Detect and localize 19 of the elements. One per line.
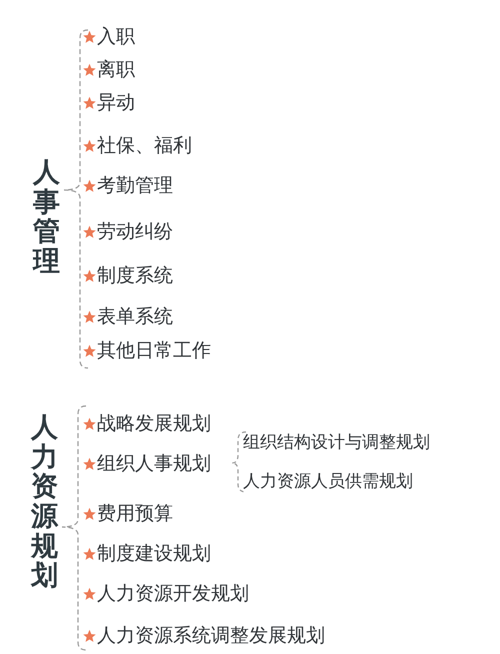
item-text: 考勤管理 (97, 176, 173, 196)
sub-item-text: 组织结构设计与调整规划 (243, 434, 430, 452)
category-heading: 人事管理 (33, 158, 60, 277)
item-text: 离职 (97, 60, 135, 80)
category-heading: 人力资源规划 (31, 413, 58, 592)
item-text: 人力资源系统调整发展规划 (97, 626, 325, 646)
item-text: 入职 (97, 28, 135, 46)
item-text: 制度系统 (97, 266, 173, 286)
item-text: 其他日常工作 (97, 342, 211, 360)
item-text: 劳动纠纷 (97, 222, 173, 242)
item-text: 异动 (97, 94, 135, 112)
item-text: 制度建设规划 (97, 544, 211, 564)
item-text: 组织人事规划 (97, 454, 211, 474)
item-text: 战略发展规划 (97, 414, 211, 434)
item-text: 表单系统 (97, 308, 173, 326)
sub-item-text: 人力资源人员供需规划 (243, 474, 413, 490)
item-text: 社保、福利 (97, 136, 192, 156)
item-text: 人力资源开发规划 (97, 584, 249, 604)
item-text: 费用预算 (97, 504, 173, 524)
